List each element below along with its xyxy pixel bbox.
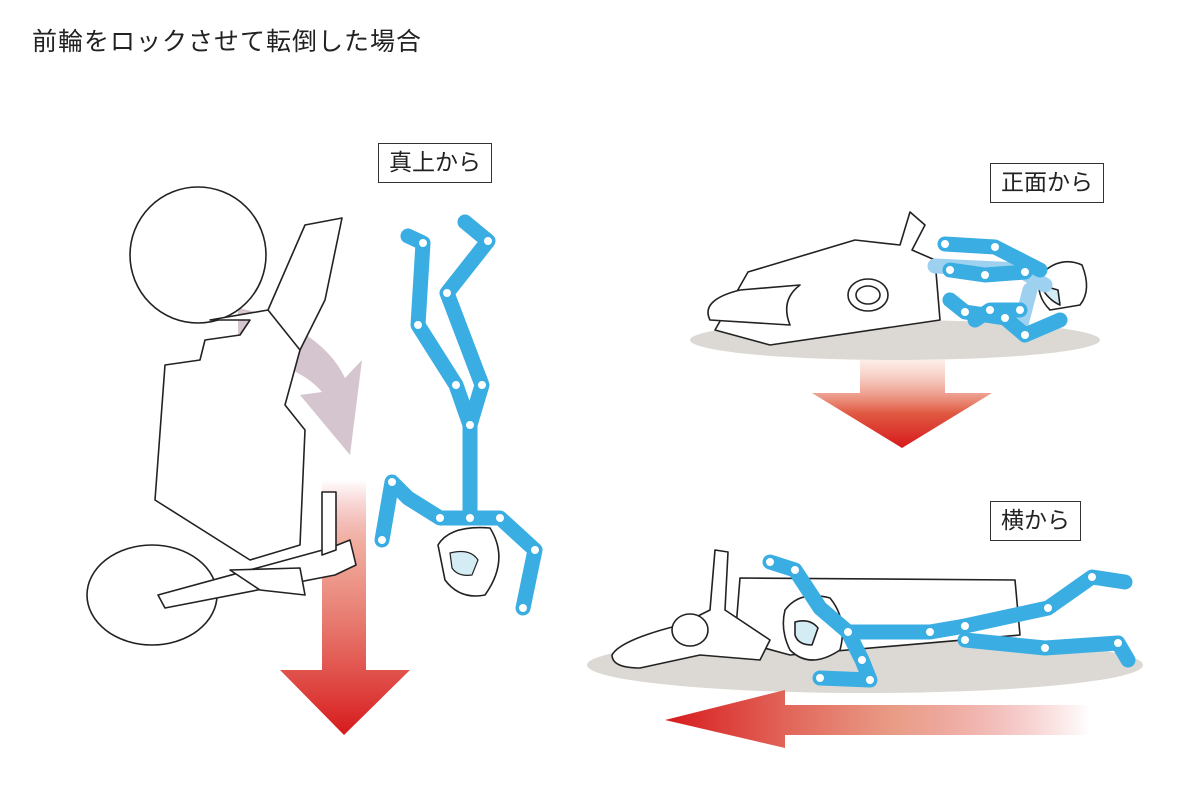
side-view-joints — [764, 556, 1124, 686]
fall-arrow-down — [280, 480, 410, 735]
visor-top-view — [449, 550, 479, 576]
handlebar — [321, 491, 337, 556]
diagram-title: 前輪をロックさせて転倒した場合 — [32, 27, 423, 56]
fender — [229, 567, 306, 596]
slide-arrow-left — [665, 690, 1090, 748]
side-view-scene — [587, 549, 1143, 748]
label-top-view: 真上から — [378, 143, 492, 183]
left-scene — [86, 186, 410, 735]
rider-arm — [267, 217, 343, 351]
label-front-view: 正面から — [990, 163, 1104, 203]
bike-body-front — [714, 211, 941, 346]
visor-side-view — [794, 620, 819, 646]
top-view-skeleton — [374, 214, 543, 616]
fall-arrow-front — [812, 360, 992, 448]
front-view-joints — [939, 238, 1031, 341]
bike-body-side — [611, 549, 771, 669]
rider-head — [129, 186, 267, 324]
front-view-scene — [690, 211, 1100, 448]
rider-body — [154, 299, 306, 561]
top-view-joints — [376, 235, 541, 614]
bike-headlight-side — [671, 613, 709, 647]
label-side-view: 横から — [990, 501, 1081, 541]
bike-wheel-front — [707, 284, 801, 326]
